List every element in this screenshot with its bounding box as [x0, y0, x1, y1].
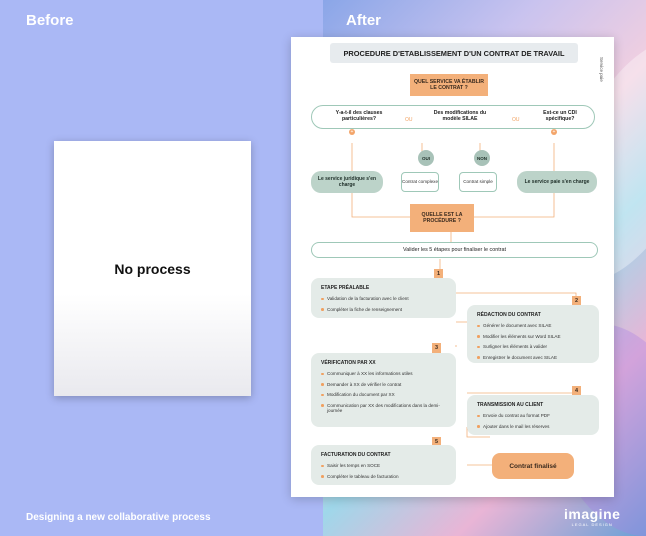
step-1-title: ETAPE PRÉALABLE — [321, 285, 370, 291]
step-number-3: 3 — [432, 343, 441, 353]
process-document: PROCEDURE D'ETABLISSEMENT D'UN CONTRAT D… — [291, 37, 614, 497]
contract-finalized: Contrat finalisé — [492, 453, 574, 479]
step-number-5: 5 — [432, 437, 441, 447]
ou-label: OU — [512, 117, 520, 123]
step-3-item: Demander à XX de vérifier le contrat — [321, 382, 446, 388]
step-3-item: Modification du document par XX — [321, 392, 446, 398]
validate-steps-bar: Valider les 5 étapes pour finaliser le c… — [311, 242, 598, 258]
step-3-title: VÉRIFICATION PAR XX — [321, 360, 376, 366]
ou-label: OU — [405, 117, 413, 123]
brand-logo: imagine LEGAL DESIGN — [564, 506, 620, 527]
step-3-box: VÉRIFICATION PAR XX Communiquer à XX les… — [311, 353, 456, 427]
side-label: Service paie — [599, 57, 604, 82]
after-heading: After — [346, 12, 382, 29]
blank-document: No process — [54, 141, 251, 396]
before-heading: Before — [26, 12, 74, 29]
plus-icon: + — [349, 129, 355, 135]
step-2-box: RÉDACTION DU CONTRAT Générer le document… — [467, 305, 599, 363]
step-5-item: Saisir les temps en SOCE — [321, 463, 399, 469]
step-number-1: 1 — [434, 269, 443, 279]
contrat-complexe-box: Contrat complexe — [401, 172, 439, 192]
plus-icon: + — [551, 129, 557, 135]
step-2-item: Modifier les éléments sur Word SILAE — [477, 334, 561, 340]
brand-sub: LEGAL DESIGN — [571, 522, 613, 527]
document-title: PROCEDURE D'ETABLISSEMENT D'UN CONTRAT D… — [330, 43, 578, 63]
step-2-item: Enregistrer le document avec SILAE — [477, 355, 561, 361]
step-4-box: TRANSMISSION AU CLIENT Envoie du contrat… — [467, 395, 599, 435]
oui-circle: OUI — [418, 150, 434, 166]
caption: Designing a new collaborative process — [26, 512, 211, 523]
no-process-text: No process — [114, 260, 191, 277]
step-5-item: Compléter le tableau de facturation — [321, 474, 399, 480]
non-circle: NON — [474, 150, 490, 166]
options-pill — [311, 105, 595, 129]
step-1-box: ETAPE PRÉALABLE Validation de la factura… — [311, 278, 456, 318]
step-5-title: FACTURATION DU CONTRAT — [321, 452, 391, 458]
step-4-item: Ajouter dans le mail les réserves — [477, 424, 550, 430]
question-service: QUEL SERVICE VA ÉTABLIR LE CONTRAT ? — [410, 74, 488, 96]
option-clauses: Y-a-t-il des clauses particulières? — [335, 110, 383, 123]
step-number-4: 4 — [572, 386, 581, 396]
legal-service-box: Le service juridique s'en charge — [311, 171, 383, 193]
step-3-item: Communication par XX des modifications d… — [321, 403, 446, 414]
step-5-box: FACTURATION DU CONTRAT Saisir les temps … — [311, 445, 456, 485]
step-3-item: Communiquer à XX les informations utiles — [321, 371, 446, 377]
step-1-item: Compléter la fiche de renseignement — [321, 307, 409, 313]
step-2-title: RÉDACTION DU CONTRAT — [477, 312, 541, 318]
step-4-item: Envoie du contrat au format PDF — [477, 413, 550, 419]
step-number-2: 2 — [572, 296, 581, 306]
step-1-item: Validation de la facturation avec le cli… — [321, 296, 409, 302]
brand-name: imagine — [564, 506, 621, 522]
step-2-item: Surligner les éléments à valider — [477, 344, 561, 350]
question-procedure: QUELLE EST LA PROCÉDURE ? — [410, 204, 474, 232]
step-4-title: TRANSMISSION AU CLIENT — [477, 402, 544, 408]
contrat-simple-box: Contrat simple — [459, 172, 497, 192]
payroll-service-box: Le service paie s'en charge — [517, 171, 597, 193]
step-2-item: Générer le document avec SILAE — [477, 323, 561, 329]
option-modifications: Des modifications du modèle SILAE — [433, 110, 487, 123]
option-cdi: Est-ce un CDI spécifique? — [543, 110, 577, 123]
